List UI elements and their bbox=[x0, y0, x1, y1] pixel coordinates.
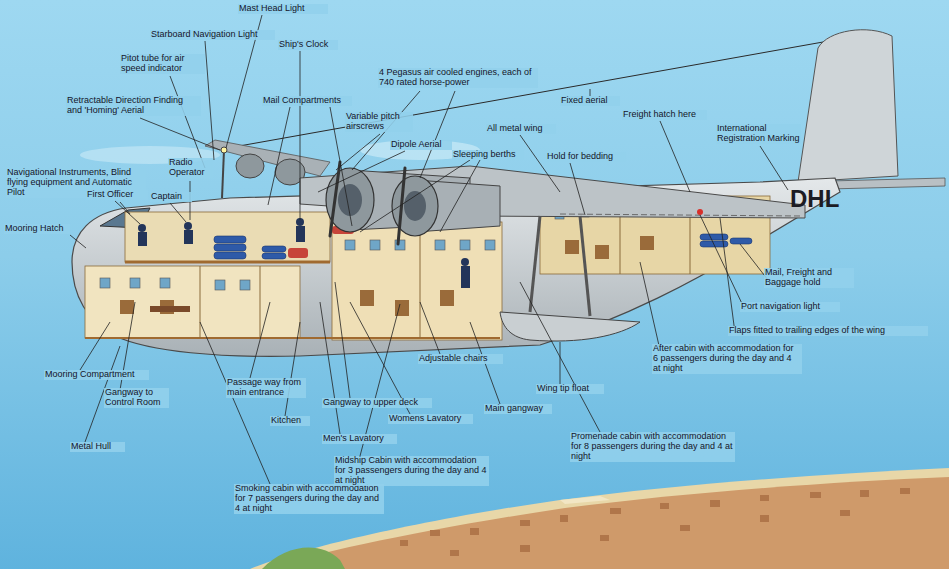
callout-label: First Officer bbox=[86, 190, 148, 200]
callout-label: 4 Pegasus air cooled engines, each of 74… bbox=[378, 68, 538, 88]
callout-label: Metal Hull bbox=[70, 442, 125, 452]
callout-label: Kitchen bbox=[270, 416, 310, 426]
callout-label: After cabin with accommodation for 6 pas… bbox=[652, 344, 802, 374]
callout-label: Main gangway bbox=[484, 404, 552, 414]
callout-label: Flaps fitted to trailing edges of the wi… bbox=[728, 326, 928, 336]
registration-marking: DHL bbox=[790, 186, 870, 212]
callout-label: Gangway to upper deck bbox=[322, 398, 432, 408]
callout-label: Variable pitch airscrews bbox=[345, 112, 413, 132]
callout-label: Hold for bedding bbox=[546, 152, 626, 162]
callout-label: Mast Head Light bbox=[238, 4, 328, 14]
callout-label: All metal wing bbox=[486, 124, 556, 134]
callout-label: Starboard Navigation Light bbox=[150, 30, 275, 40]
callout-label: Freight hatch here bbox=[622, 110, 707, 120]
callout-label: Smoking cabin with accommodation for 7 p… bbox=[234, 484, 384, 514]
callout-label: Pitot tube for air speed indicator bbox=[120, 54, 205, 74]
callout-label: International Registration Marking bbox=[716, 124, 801, 144]
callout-label: Captain bbox=[150, 192, 192, 202]
callout-label: Fixed aerial bbox=[560, 96, 620, 106]
callout-label: Ship's Clock bbox=[278, 40, 338, 50]
callout-label: Mooring Compartment bbox=[44, 370, 149, 380]
callout-label: Mooring Hatch bbox=[4, 224, 70, 234]
callout-label: Sleeping berths bbox=[452, 150, 524, 160]
callout-label: Midship Cabin with accommodation for 3 p… bbox=[334, 456, 489, 486]
callout-label: Womens Lavatory bbox=[388, 414, 473, 424]
callout-label: Men's Lavatory bbox=[322, 434, 397, 444]
callout-label: Retractable Direction Finding and 'Homin… bbox=[66, 96, 201, 116]
callout-label: Mail, Freight and Baggage hold bbox=[764, 268, 854, 288]
callout-label: Port navigation light bbox=[740, 302, 840, 312]
callout-label: Promenade cabin with accommodation for 8… bbox=[570, 432, 735, 462]
callout-label: Mail Compartments bbox=[262, 96, 352, 106]
callout-label: Gangway to Control Room bbox=[104, 388, 169, 408]
callout-label: Passage way from main entrance bbox=[226, 378, 306, 398]
callout-label: Radio Operator bbox=[168, 158, 213, 178]
callout-label: Adjustable chairs bbox=[418, 354, 503, 364]
callout-label: Wing tip float bbox=[536, 384, 604, 394]
callout-label: Dipole Aerial bbox=[390, 140, 452, 150]
